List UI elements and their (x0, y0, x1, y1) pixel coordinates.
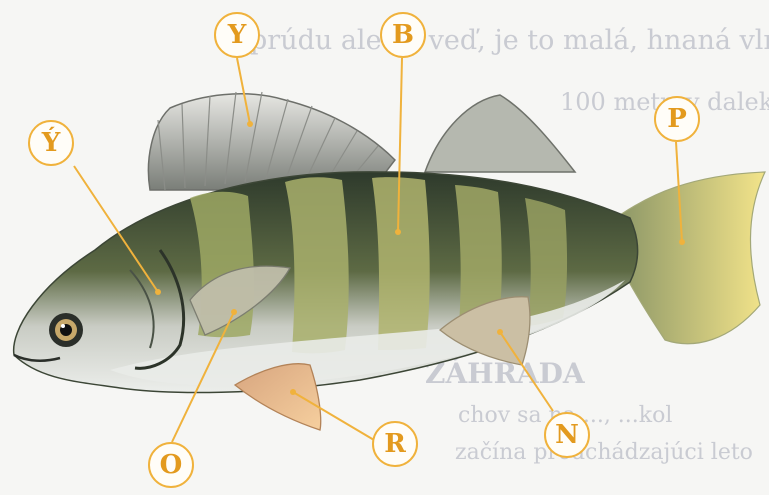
label-b-letter: B (392, 22, 414, 48)
label-o-letter: O (160, 452, 183, 478)
label-y-letter: Y (228, 22, 247, 48)
label-p-tail-fin: P (654, 96, 700, 142)
label-p-letter: P (667, 106, 687, 132)
label-y-dorsal-fin: Y (214, 12, 260, 58)
label-r-letter: R (384, 431, 406, 457)
second-dorsal-fin-shape (425, 95, 575, 172)
label-b-stripes: B (380, 12, 426, 58)
label-y-acute-letter: Ý (42, 130, 61, 156)
label-o-pectoral-fin: O (148, 442, 194, 488)
label-n-letter: N (555, 422, 579, 448)
label-r-pelvic-fin: R (372, 421, 418, 467)
eye-highlight (61, 324, 65, 328)
label-y-acute-gill-cover: Ý (28, 120, 74, 166)
label-n-anal-fin: N (544, 412, 590, 458)
tail-fin-shape (620, 172, 765, 344)
